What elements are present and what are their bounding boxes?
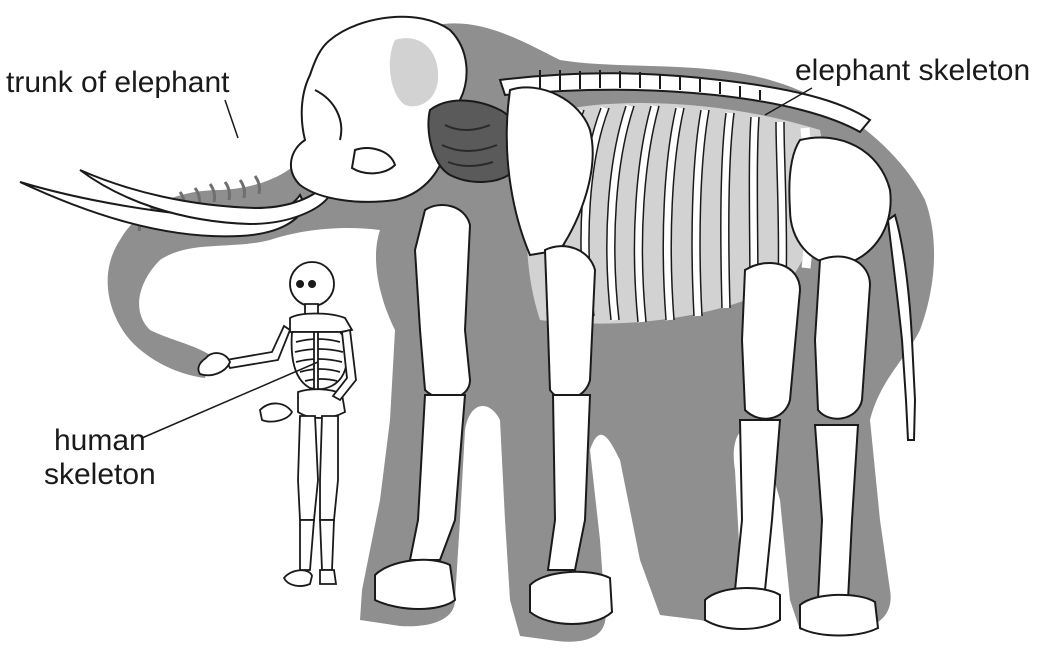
- trunk-leader-line: [225, 100, 238, 138]
- human-skeleton-label: human skeleton: [44, 424, 156, 492]
- human-label-line2: skeleton: [44, 458, 156, 492]
- human-leader-line: [142, 362, 318, 438]
- human-label-line1: human: [44, 424, 156, 458]
- elephant-skeleton-label: elephant skeleton: [795, 54, 1030, 88]
- human-skeleton: [198, 262, 356, 586]
- trunk-of-elephant-label: trunk of elephant: [6, 66, 230, 100]
